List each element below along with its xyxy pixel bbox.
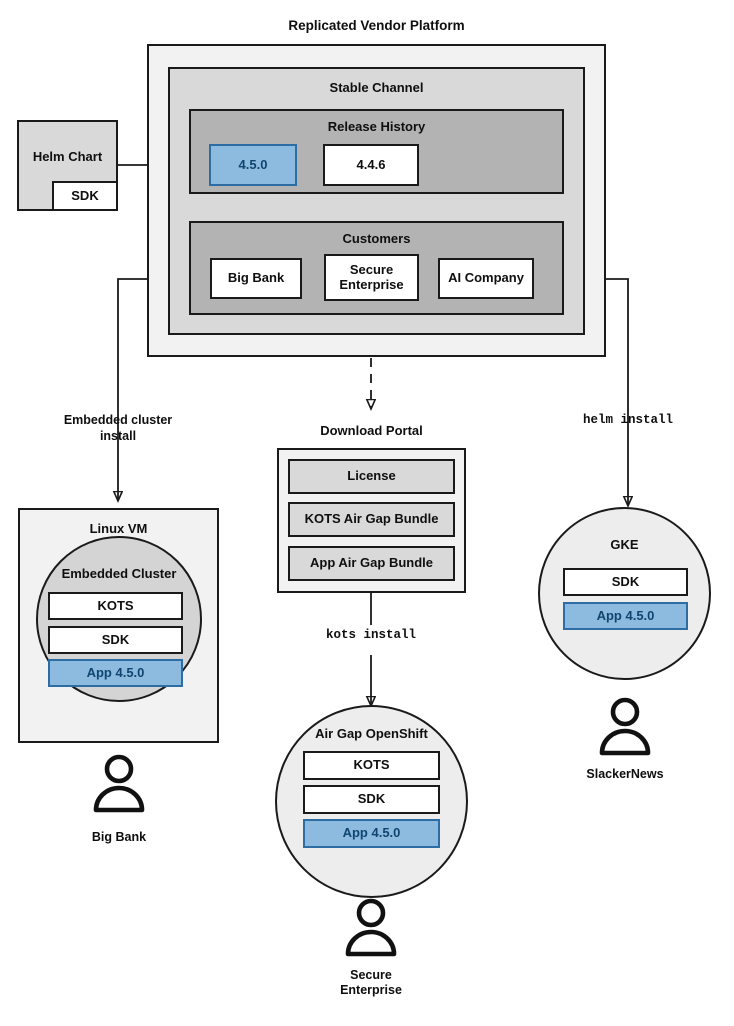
stable-channel-label: Stable Channel xyxy=(329,80,424,95)
helm-chart-sdk-box[interactable]: SDK xyxy=(52,181,118,211)
download-portal-artifact-license[interactable]: License xyxy=(288,459,455,494)
component-label: App 4.5.0 xyxy=(596,607,655,623)
user-label-slackernews: SlackerNews xyxy=(586,767,664,781)
customer-label: Big Bank xyxy=(227,270,285,286)
component-label: SDK xyxy=(101,631,130,647)
artifact-label: KOTS Air Gap Bundle xyxy=(304,511,439,527)
release-version-label: 4.4.6 xyxy=(356,156,386,172)
openshift-component-app[interactable]: App 4.5.0 xyxy=(303,819,440,848)
user-icon-slackernews xyxy=(594,697,656,759)
page-title: Replicated Vendor Platform xyxy=(288,18,465,33)
linux-vm-component-sdk[interactable]: SDK xyxy=(48,626,183,654)
release-history-label: Release History xyxy=(327,119,426,134)
component-label: App 4.5.0 xyxy=(342,825,401,841)
user-label-big-bank: Big Bank xyxy=(91,830,147,844)
download-portal-artifact-app-airgap[interactable]: App Air Gap Bundle xyxy=(288,546,455,581)
edge-label-kots-install: kots install xyxy=(325,628,416,642)
linux-vm-component-kots[interactable]: KOTS xyxy=(48,592,183,620)
artifact-label: App Air Gap Bundle xyxy=(309,555,434,571)
gke-label: GKE xyxy=(610,537,639,552)
component-label: KOTS xyxy=(97,597,134,613)
gke-component-sdk[interactable]: SDK xyxy=(563,568,688,596)
component-label: SDK xyxy=(357,791,386,807)
customer-label: Secure Enterprise xyxy=(339,261,404,292)
release-4-5-0[interactable]: 4.5.0 xyxy=(209,144,297,186)
artifact-label: License xyxy=(347,468,396,484)
component-label: App 4.5.0 xyxy=(86,664,145,680)
linux-vm-label: Linux VM xyxy=(89,521,148,536)
linux-vm-component-app[interactable]: App 4.5.0 xyxy=(48,659,183,687)
embedded-cluster-label: Embedded Cluster xyxy=(61,566,177,581)
openshift-component-kots[interactable]: KOTS xyxy=(303,751,440,780)
user-icon-secure-enterprise xyxy=(340,898,402,960)
customer-ai-company[interactable]: AI Company xyxy=(438,258,534,299)
component-label: SDK xyxy=(611,573,640,589)
sdk-label: SDK xyxy=(71,187,99,203)
customer-label: AI Company xyxy=(448,270,524,286)
download-portal-artifact-kots-airgap[interactable]: KOTS Air Gap Bundle xyxy=(288,502,455,537)
user-icon-big-bank xyxy=(88,754,150,816)
edge-label-helm-install: helm install xyxy=(582,413,673,427)
release-4-4-6[interactable]: 4.4.6 xyxy=(323,144,419,186)
customer-big-bank[interactable]: Big Bank xyxy=(210,258,302,299)
gke-component-app[interactable]: App 4.5.0 xyxy=(563,602,688,630)
edge-label-embedded-cluster-install: Embedded cluster install xyxy=(63,413,173,443)
helm-chart-label: Helm Chart xyxy=(32,149,103,165)
component-label: KOTS xyxy=(353,757,390,773)
release-version-label: 4.5.0 xyxy=(238,156,268,172)
customer-secure-enterprise[interactable]: Secure Enterprise xyxy=(324,254,419,301)
openshift-component-sdk[interactable]: SDK xyxy=(303,785,440,814)
download-portal-label: Download Portal xyxy=(320,423,423,438)
user-label-secure-enterprise: Secure Enterprise xyxy=(340,968,402,997)
customers-label: Customers xyxy=(342,231,411,246)
openshift-label: Air Gap OpenShift xyxy=(315,726,428,741)
